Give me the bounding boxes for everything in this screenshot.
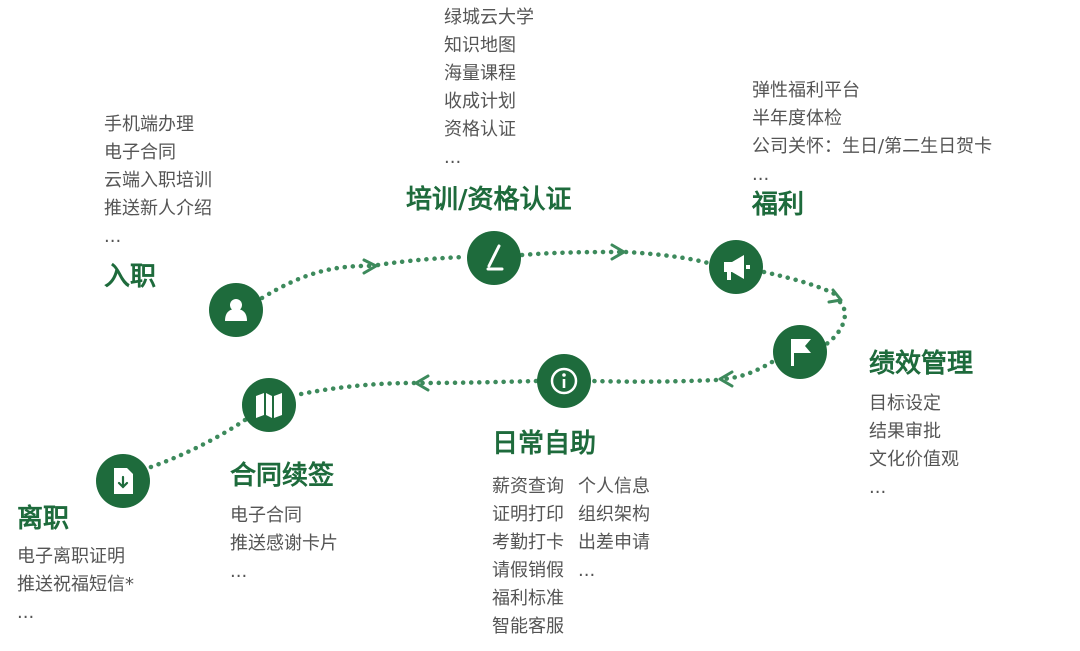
benefits-title: 福利 [752, 190, 805, 220]
onboarding-item: 手机端办理 [104, 114, 194, 135]
training-item: 绿城云大学 [444, 7, 534, 28]
lifecycle-path [145, 249, 848, 471]
node-training [467, 231, 521, 285]
daily-item: 请假销假 [492, 560, 564, 581]
daily-title: 日常自助 [492, 429, 597, 459]
daily-item: 考勤打卡 [492, 532, 564, 553]
stage-onboarding: 手机端办理 电子合同 云端入职培训 推送新人介绍 ... 入职 [104, 111, 212, 293]
arrowhead-2 [610, 243, 626, 261]
onboarding-items: 手机端办理 电子合同 云端入职培训 推送新人介绍 ... [104, 111, 212, 251]
offboarding-item: ... [17, 602, 35, 623]
benefits-item: 半年度体检 [752, 108, 842, 129]
performance-item: 目标设定 [869, 393, 941, 414]
document-download-icon [114, 468, 133, 494]
user-icon [225, 299, 247, 321]
path-segment-daily-node [589, 377, 719, 384]
performance-item: ... [869, 477, 887, 498]
flag-icon [791, 339, 811, 366]
path-segment-training-benefits [519, 249, 623, 258]
contract-title: 合同续签 [230, 461, 335, 491]
daily-item: 福利标准 [492, 588, 564, 609]
offboarding-item: 推送祝福短信* [17, 574, 134, 595]
onboarding-item: 云端入职培训 [104, 170, 212, 191]
path-segment-curve-right [822, 299, 848, 348]
path-segment-contract-node [293, 380, 417, 398]
map-icon [256, 393, 282, 418]
node-offboarding [96, 454, 150, 508]
performance-item: 文化价值观 [869, 449, 959, 470]
stage-performance: 绩效管理 目标设定 结果审批 文化价值观 ... [869, 348, 973, 502]
performance-title: 绩效管理 [869, 349, 974, 379]
daily-item: 个人信息 [578, 476, 650, 497]
contract-item: ... [230, 561, 248, 582]
training-item: 海量课程 [444, 63, 516, 84]
offboarding-item: 电子离职证明 [17, 546, 125, 567]
stage-contract: 合同续签 电子合同 推送感谢卡片 ... [230, 460, 338, 586]
daily-columns: 薪资查询 证明打印 考勤打卡 请假销假 福利标准 智能客服 个人信息 组织架构 … [492, 473, 650, 641]
daily-item: 智能客服 [492, 616, 564, 637]
arrowhead-5 [414, 374, 430, 392]
onboarding-title: 入职 [104, 262, 157, 292]
stage-daily: 日常自助 薪资查询 证明打印 考勤打卡 请假销假 福利标准 智能客服 个人信息 … [492, 428, 650, 641]
megaphone-icon [724, 255, 750, 280]
benefits-items: 弹性福利平台 半年度体检 公司关怀：生日/第二生日贺卡 ... [752, 77, 992, 189]
daily-item: 证明打印 [492, 504, 564, 525]
daily-item: 薪资查询 [492, 476, 564, 497]
benefits-item: 弹性福利平台 [752, 80, 860, 101]
contract-item: 推送感谢卡片 [230, 533, 338, 554]
pen-icon [486, 244, 504, 271]
contract-item: 电子合同 [230, 505, 302, 526]
stage-benefits: 弹性福利平台 半年度体检 公司关怀：生日/第二生日贺卡 ... 福利 [752, 77, 992, 221]
path-segment-performance-daily [719, 359, 775, 382]
training-title: 培训/资格认证 [406, 185, 572, 215]
path-segment-onboarding-training [259, 263, 375, 301]
onboarding-item: ... [104, 226, 122, 247]
daily-item: 出差申请 [578, 532, 650, 553]
training-item: 知识地图 [444, 35, 516, 56]
offboarding-items: 电子离职证明 推送祝福短信* ... [17, 543, 134, 627]
info-icon [550, 367, 578, 395]
contract-items: 电子合同 推送感谢卡片 ... [230, 502, 338, 586]
onboarding-item: 推送新人介绍 [104, 198, 212, 219]
offboarding-title: 离职 [17, 504, 70, 534]
node-onboarding [209, 283, 263, 337]
path-segment-contract-offboarding [145, 417, 248, 471]
node-performance [773, 325, 827, 379]
node-contract [242, 378, 296, 432]
arrowhead-4 [718, 370, 734, 388]
training-item: 资格认证 [444, 119, 516, 140]
training-items: 绿城云大学 知识地图 海量课程 收成计划 资格认证 ... [444, 4, 534, 172]
node-benefits [709, 240, 763, 294]
arrowhead-3 [827, 288, 843, 304]
node-daily [537, 354, 591, 408]
daily-item: ... [578, 560, 596, 581]
benefits-item: ... [752, 164, 770, 185]
training-item: ... [444, 147, 462, 168]
onboarding-item: 电子合同 [104, 142, 176, 163]
performance-items: 目标设定 结果审批 文化价值观 ... [869, 390, 973, 502]
performance-item: 结果审批 [869, 421, 941, 442]
daily-item: 组织架构 [578, 504, 650, 525]
daily-column-1: 薪资查询 证明打印 考勤打卡 请假销假 福利标准 智能客服 [492, 473, 564, 641]
stage-offboarding: 离职 电子离职证明 推送祝福短信* ... [17, 503, 134, 627]
path-segment-training-node [375, 254, 468, 268]
arrowhead-1 [362, 258, 378, 275]
daily-column-2: 个人信息 组织架构 出差申请 ... [578, 473, 650, 641]
stage-training: 绿城云大学 知识地图 海量课程 收成计划 资格认证 ... [444, 4, 534, 172]
path-segment-daily-contract [417, 378, 539, 386]
path-segment-benefits-performance [761, 269, 841, 299]
benefits-item: 公司关怀：生日/第二生日贺卡 [752, 136, 993, 157]
training-item: 收成计划 [444, 91, 516, 112]
path-segment-benefits-node [623, 249, 711, 266]
